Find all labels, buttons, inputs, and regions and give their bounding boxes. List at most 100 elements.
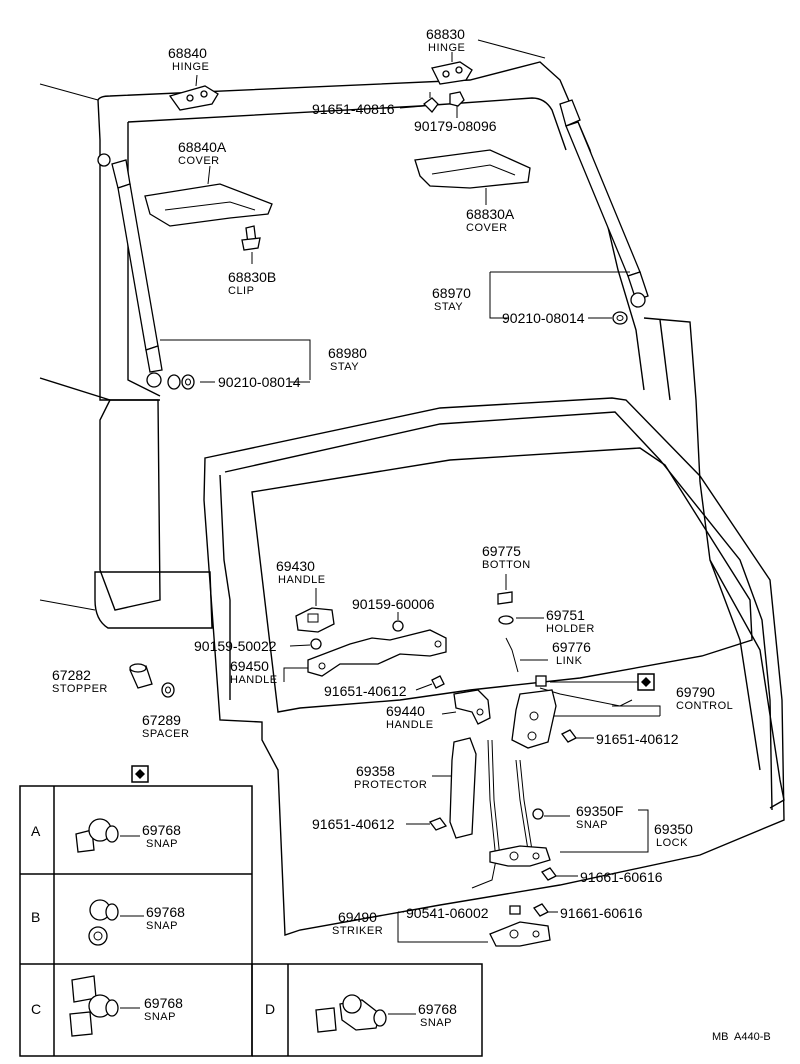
variant-b-part-name: SNAP [146, 920, 178, 932]
hinge-68840-part [168, 74, 219, 111]
diagram-code: MB A440-B [712, 1031, 771, 1043]
holder-69751-part [498, 615, 544, 625]
snap-variant-table [19, 785, 483, 1057]
snap-69350f-part [532, 808, 570, 820]
snap-variant-d-part [315, 994, 416, 1033]
part-name-68840: HINGE [172, 61, 209, 73]
part-number-69751: 69751 [546, 607, 585, 623]
part-number-69350: 69350 [654, 821, 693, 837]
part-name-69790: CONTROL [676, 700, 733, 712]
handle-69450-part [283, 629, 447, 682]
lock-69350-part [489, 845, 551, 867]
stopper-67282-part [129, 663, 153, 689]
handle-69440-part [441, 689, 491, 725]
screw-90159-50022-part [289, 638, 322, 650]
part-name-69490: STRIKER [332, 925, 383, 937]
part-name-69350: LOCK [656, 837, 688, 849]
part-number-69775: 69775 [482, 543, 521, 559]
variant-d-part-name: SNAP [420, 1017, 452, 1029]
part-name-68840a: COVER [178, 155, 220, 167]
hinge-68830-part [431, 52, 473, 85]
part-name-69751: HOLDER [546, 623, 595, 635]
washer-90210-08014-left-part [167, 374, 195, 390]
part-name-69450: HANDLE [230, 674, 278, 686]
striker-69490-part [397, 912, 551, 947]
bolt-91661-60616-b-part [533, 903, 558, 917]
snap-variant-c-part [69, 975, 140, 1037]
bolt-91651-40612-b-part [561, 729, 594, 743]
part-number-69490: 69490 [338, 909, 377, 925]
part-number-91651-40612-a: 91651-40612 [324, 683, 407, 699]
nut-90179-08096-part [449, 91, 465, 118]
part-number-68830: 68830 [426, 26, 465, 42]
snap-indicator-icon-table [131, 765, 149, 783]
cover-68840a-part [144, 165, 273, 227]
snap-indicator-icon-upper [637, 673, 655, 691]
link-69776-part [505, 637, 548, 673]
part-number-69440: 69440 [386, 703, 425, 719]
variant-d-part-number: 69768 [418, 1001, 457, 1017]
part-number-69450: 69450 [230, 658, 269, 674]
part-number-69776: 69776 [552, 639, 591, 655]
part-number-91651-40612-b: 91651-40612 [596, 731, 679, 747]
snap-variant-a-part [75, 818, 140, 853]
part-number-68830b: 68830B [228, 269, 276, 285]
part-number-68840a: 68840A [178, 139, 227, 155]
part-name-68830: HINGE [428, 42, 465, 54]
part-number-90210-08014-right: 90210-08014 [502, 310, 585, 326]
stay-68980-part [97, 153, 163, 388]
screw-90159-60006-part [392, 612, 404, 632]
part-number-91651-40612-c: 91651-40612 [312, 816, 395, 832]
part-name-68830b: CLIP [228, 285, 254, 297]
variant-b-part-number: 69768 [146, 904, 185, 920]
part-name-69430: HANDLE [278, 574, 326, 586]
stay-68970-part [559, 99, 649, 308]
part-number-90179-08096: 90179-08096 [414, 118, 497, 134]
variant-c-part-name: SNAP [144, 1011, 176, 1023]
variant-letter-c: C [31, 1001, 41, 1017]
part-number-91651-40816: 91651-40816 [312, 101, 395, 117]
part-number-91661-60616-b: 91661-60616 [560, 905, 643, 921]
part-number-91661-60616-a: 91661-60616 [580, 869, 663, 885]
part-number-69350f: 69350F [576, 803, 623, 819]
bolt-91661-60616-a-part [541, 867, 578, 881]
button-69775-part [497, 574, 513, 605]
back-door-outline [203, 397, 785, 936]
part-name-69440: HANDLE [386, 719, 434, 731]
part-number-69790: 69790 [676, 684, 715, 700]
part-number-69430: 69430 [276, 558, 315, 574]
part-number-67282: 67282 [52, 667, 91, 683]
part-number-68980: 68980 [328, 345, 367, 361]
variant-c-part-number: 69768 [144, 995, 183, 1011]
part-name-69350f: SNAP [576, 819, 608, 831]
part-name-69775: BOTTON [482, 559, 531, 571]
part-name-69776: LINK [556, 655, 583, 667]
bolt-91651-40612-a-part [415, 675, 445, 691]
part-number-68830a: 68830A [466, 206, 515, 222]
part-name-68970: STAY [434, 301, 463, 313]
part-name-67282: STOPPER [52, 683, 108, 695]
part-number-69358: 69358 [356, 763, 395, 779]
vehicle-body-outline [39, 39, 785, 809]
part-number-90541-06002: 90541-06002 [406, 905, 489, 921]
washer-90210-08014-right-part [612, 311, 628, 325]
part-name-67289: SPACER [142, 728, 189, 740]
part-name-68830a: COVER [466, 222, 508, 234]
part-number-68970: 68970 [432, 285, 471, 301]
lock-mechanism-part [511, 689, 557, 749]
bolt-91651-40816-part [399, 92, 439, 113]
variant-letter-b: B [31, 909, 40, 925]
handle-69430-part [295, 588, 335, 633]
part-number-67289: 67289 [142, 712, 181, 728]
variant-letter-a: A [31, 823, 41, 839]
part-number-90159-60006: 90159-60006 [352, 596, 435, 612]
part-number-90210-08014-left: 90210-08014 [218, 374, 301, 390]
bolt-91651-40612-c-part [406, 817, 448, 831]
protector-69358-part [432, 737, 477, 839]
snap-variant-b-part [88, 899, 144, 946]
variant-a-part-number: 69768 [142, 822, 181, 838]
cover-68830a-part [414, 149, 531, 205]
variant-letter-d: D [265, 1001, 275, 1017]
part-number-90159-50022: 90159-50022 [194, 638, 277, 654]
